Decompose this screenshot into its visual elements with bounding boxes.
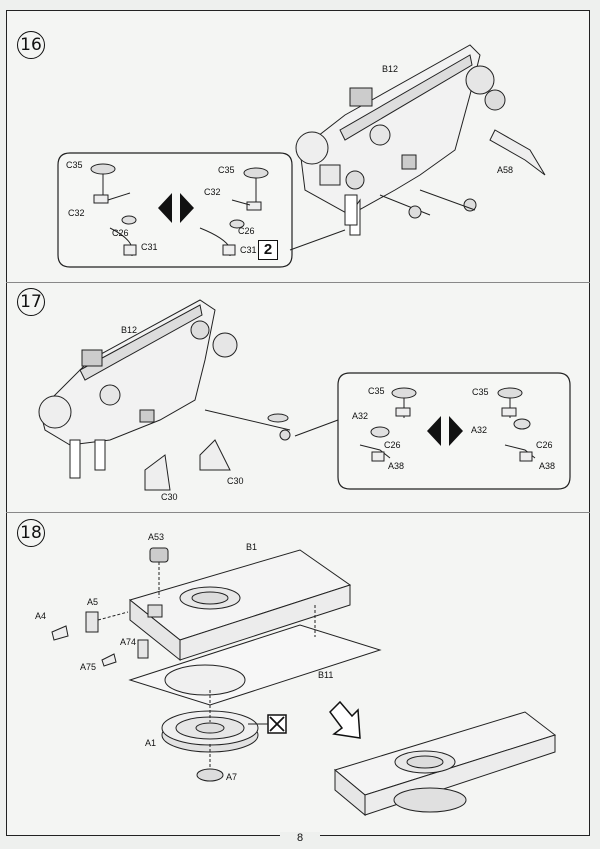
part-label-c30: C30 [161, 492, 178, 502]
part-label-c26: C26 [112, 228, 129, 238]
part-label-b11: B11 [318, 670, 334, 680]
result-arrow-icon [329, 700, 361, 739]
part-label-a75: A75 [80, 662, 97, 672]
step-divider [6, 512, 590, 513]
part-label-a4: A4 [35, 611, 47, 621]
part-label-a58: A58 [497, 165, 514, 175]
step-18-number: 18 [17, 519, 45, 547]
part-label-a38: A38 [539, 461, 556, 471]
part-label-b12: B12 [382, 64, 399, 74]
part-label-b12: B12 [121, 325, 138, 335]
part-label-a53: A53 [148, 532, 165, 542]
step-divider [6, 282, 590, 283]
part-label-a5: A5 [87, 597, 99, 607]
part-label-c35: C35 [368, 386, 385, 396]
part-label-a1: A1 [145, 738, 157, 748]
part-label-c32: C32 [204, 187, 221, 197]
part-label-a7: A7 [226, 772, 238, 782]
part-label-c32: C32 [68, 208, 85, 218]
step-16-number: 16 [17, 31, 45, 59]
part-label-c31: C31 [141, 242, 158, 252]
step-17-number: 17 [17, 288, 45, 316]
part-label-a38: A38 [388, 461, 405, 471]
part-label-c30: C30 [227, 476, 244, 486]
part-label-c26: C26 [238, 226, 255, 236]
part-label-c35: C35 [66, 160, 83, 170]
no-glue-icon [248, 714, 287, 734]
part-label-a32: A32 [352, 411, 369, 421]
mirror-arrows-icon [158, 193, 194, 223]
part-label-b1: B1 [246, 542, 258, 552]
part-label-c31: C31 [240, 245, 257, 255]
mirror-arrows-icon [427, 416, 463, 446]
part-label-c35: C35 [218, 165, 235, 175]
quantity-badge: 2 [258, 240, 278, 260]
part-label-a74: A74 [120, 637, 137, 647]
part-label-c35: C35 [472, 387, 489, 397]
part-label-c26: C26 [536, 440, 553, 450]
part-label-c26: C26 [384, 440, 401, 450]
part-label-a32: A32 [471, 425, 488, 435]
page-number: 8 [280, 832, 320, 844]
